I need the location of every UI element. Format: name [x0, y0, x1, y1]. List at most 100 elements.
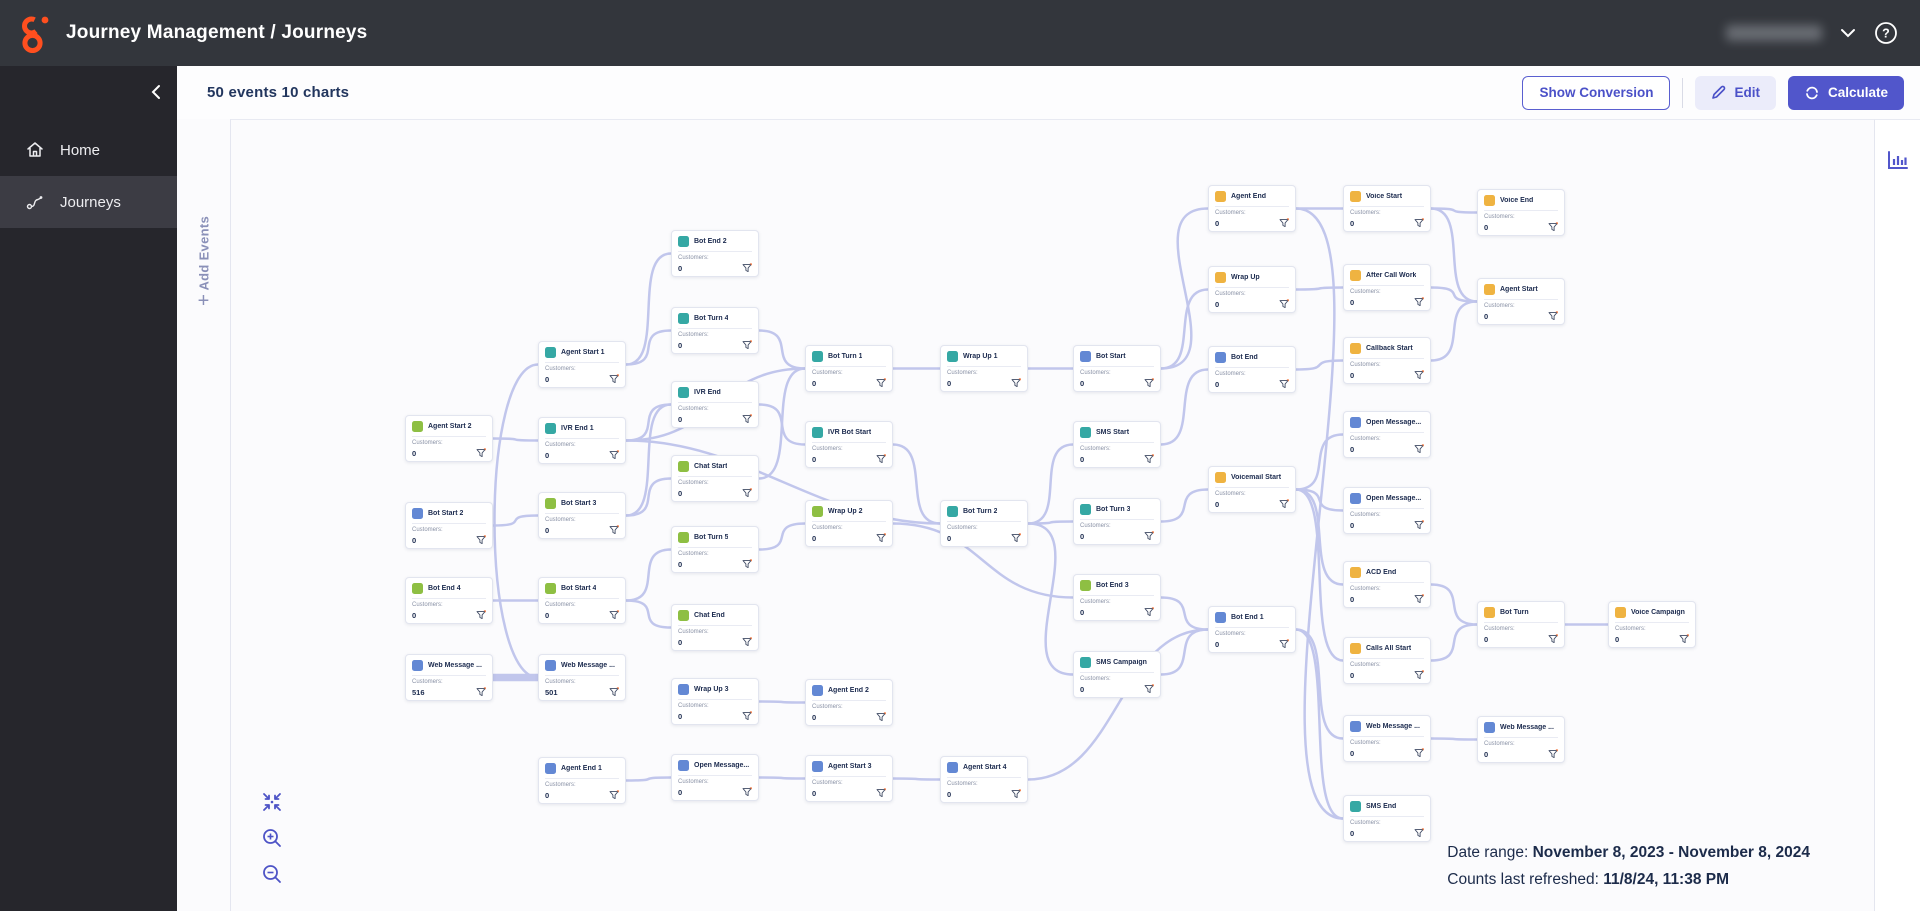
event-node-bot-turn-2[interactable]: Bot Turn 2 Customers: 0 [940, 500, 1028, 547]
event-node-bot-start-3[interactable]: Bot Start 3 Customers: 0 [538, 492, 626, 539]
filter-icon[interactable] [1279, 379, 1289, 389]
filter-icon[interactable] [609, 374, 619, 384]
filter-icon[interactable] [742, 263, 752, 273]
event-node-chat-start[interactable]: Chat Start Customers: 0 [671, 455, 759, 502]
event-node-bot-end-3[interactable]: Bot End 3 Customers: 0 [1073, 574, 1161, 621]
filter-icon[interactable] [1144, 531, 1154, 541]
event-node-open-message-h2[interactable]: Open Message... Customers: 0 [1343, 487, 1431, 534]
filter-icon[interactable] [1548, 634, 1558, 644]
filter-icon[interactable] [1279, 639, 1289, 649]
event-node-bot-turn-3[interactable]: Bot Turn 3 Customers: 0 [1073, 498, 1161, 545]
event-node-bot-end-4[interactable]: Bot End 4 Customers: 0 [405, 577, 493, 624]
add-events-plus-button[interactable]: + [197, 290, 210, 312]
filter-icon[interactable] [742, 711, 752, 721]
event-node-agent-start-2[interactable]: Agent Start 2 Customers: 0 [405, 415, 493, 462]
event-node-wrap-up-3[interactable]: Wrap Up 3 Customers: 0 [671, 678, 759, 725]
filter-icon[interactable] [1548, 311, 1558, 321]
filter-icon[interactable] [742, 414, 752, 424]
filter-icon[interactable] [876, 788, 886, 798]
show-conversion-button[interactable]: Show Conversion [1522, 75, 1671, 110]
event-node-bot-start-2[interactable]: Bot Start 2 Customers: 0 [405, 502, 493, 549]
filter-icon[interactable] [1414, 297, 1424, 307]
event-node-agent-end-1[interactable]: Agent End 1 Customers: 0 [538, 757, 626, 804]
event-node-agent-start-3[interactable]: Agent Start 3 Customers: 0 [805, 755, 893, 802]
event-node-ivr-bot-start[interactable]: IVR Bot Start Customers: 0 [805, 421, 893, 468]
event-node-open-message-c[interactable]: Open Message... Customers: 0 [671, 754, 759, 801]
zoom-out-button[interactable] [261, 863, 283, 885]
filter-icon[interactable] [476, 610, 486, 620]
help-button[interactable]: ? [1874, 21, 1898, 45]
zoom-in-button[interactable] [261, 827, 283, 849]
charts-panel-button[interactable] [1886, 150, 1910, 175]
event-node-after-call-work[interactable]: After Call Work Customers: 0 [1343, 264, 1431, 311]
sidebar-item-journeys[interactable]: Journeys [0, 176, 177, 228]
filter-icon[interactable] [1414, 370, 1424, 380]
event-node-voice-end[interactable]: Voice End Customers: 0 [1477, 189, 1565, 236]
filter-icon[interactable] [742, 787, 752, 797]
event-node-agent-start-1[interactable]: Agent Start 1 Customers: 0 [538, 341, 626, 388]
event-node-ivr-end[interactable]: IVR End Customers: 0 [671, 381, 759, 428]
filter-icon[interactable] [1011, 378, 1021, 388]
event-node-wrap-up-1[interactable]: Wrap Up 1 Customers: 0 [940, 345, 1028, 392]
filter-icon[interactable] [609, 525, 619, 535]
filter-icon[interactable] [876, 378, 886, 388]
filter-icon[interactable] [1414, 828, 1424, 838]
filter-icon[interactable] [1414, 748, 1424, 758]
event-node-wrap-up-2[interactable]: Wrap Up 2 Customers: 0 [805, 500, 893, 547]
event-node-voice-campaign[interactable]: Voice Campaign Customers: 0 [1608, 601, 1696, 648]
event-node-agent-end-2[interactable]: Agent End 2 Customers: 0 [805, 679, 893, 726]
filter-icon[interactable] [609, 610, 619, 620]
event-node-bot-end-2[interactable]: Bot End 2 Customers: 0 [671, 230, 759, 277]
journey-canvas[interactable]: Agent Start 2 Customers: 0 Bot Start 2 C… [230, 119, 1874, 911]
event-node-sms-start[interactable]: SMS Start Customers: 0 [1073, 421, 1161, 468]
filter-icon[interactable] [1144, 378, 1154, 388]
filter-icon[interactable] [1548, 749, 1558, 759]
filter-icon[interactable] [742, 637, 752, 647]
filter-icon[interactable] [1279, 499, 1289, 509]
filter-icon[interactable] [1011, 789, 1021, 799]
user-menu-chevron[interactable] [1840, 28, 1856, 38]
event-node-voicemail-start[interactable]: Voicemail Start Customers: 0 [1208, 466, 1296, 513]
event-node-agent-start-4[interactable]: Agent Start 4 Customers: 0 [940, 756, 1028, 803]
event-node-bot-start-f[interactable]: Bot Start Customers: 0 [1073, 345, 1161, 392]
filter-icon[interactable] [1414, 594, 1424, 604]
event-node-voice-start[interactable]: Voice Start Customers: 0 [1343, 185, 1431, 232]
event-node-web-message-b[interactable]: Web Message ... Customers: 501 [538, 654, 626, 701]
filter-icon[interactable] [1414, 218, 1424, 228]
edit-button[interactable]: Edit [1695, 75, 1776, 110]
event-node-bot-turn-1[interactable]: Bot Turn 1 Customers: 0 [805, 345, 893, 392]
filter-icon[interactable] [1679, 634, 1689, 644]
filter-icon[interactable] [876, 712, 886, 722]
filter-icon[interactable] [742, 559, 752, 569]
event-node-callback-start[interactable]: Callback Start Customers: 0 [1343, 337, 1431, 384]
filter-icon[interactable] [1414, 670, 1424, 680]
filter-icon[interactable] [742, 488, 752, 498]
event-node-calls-all-start[interactable]: Calls All Start Customers: 0 [1343, 637, 1431, 684]
filter-icon[interactable] [609, 687, 619, 697]
filter-icon[interactable] [1011, 533, 1021, 543]
filter-icon[interactable] [1279, 299, 1289, 309]
filter-icon[interactable] [876, 454, 886, 464]
event-node-sms-end[interactable]: SMS End Customers: 0 [1343, 795, 1431, 842]
event-node-agent-end-g[interactable]: Agent End Customers: 0 [1208, 185, 1296, 232]
event-node-bot-turn-5[interactable]: Bot Turn 5 Customers: 0 [671, 526, 759, 573]
event-node-chat-end[interactable]: Chat End Customers: 0 [671, 604, 759, 651]
filter-icon[interactable] [476, 448, 486, 458]
filter-icon[interactable] [742, 340, 752, 350]
event-node-bot-end-g[interactable]: Bot End Customers: 0 [1208, 346, 1296, 393]
event-node-bot-start-4[interactable]: Bot Start 4 Customers: 0 [538, 577, 626, 624]
filter-icon[interactable] [876, 533, 886, 543]
filter-icon[interactable] [1414, 520, 1424, 530]
filter-icon[interactable] [1548, 222, 1558, 232]
event-node-web-message-i[interactable]: Web Message ... Customers: 0 [1477, 716, 1565, 763]
event-node-ivr-end-1[interactable]: IVR End 1 Customers: 0 [538, 417, 626, 464]
event-node-sms-campaign[interactable]: SMS Campaign Customers: 0 [1073, 651, 1161, 698]
filter-icon[interactable] [609, 450, 619, 460]
filter-icon[interactable] [1144, 684, 1154, 694]
event-node-web-message-a[interactable]: Web Message ... Customers: 516 [405, 654, 493, 701]
calculate-button[interactable]: Calculate [1787, 75, 1904, 110]
sidebar-collapse-button[interactable] [151, 84, 161, 100]
filter-icon[interactable] [1144, 607, 1154, 617]
filter-icon[interactable] [1144, 454, 1154, 464]
event-node-bot-end-1g[interactable]: Bot End 1 Customers: 0 [1208, 606, 1296, 653]
